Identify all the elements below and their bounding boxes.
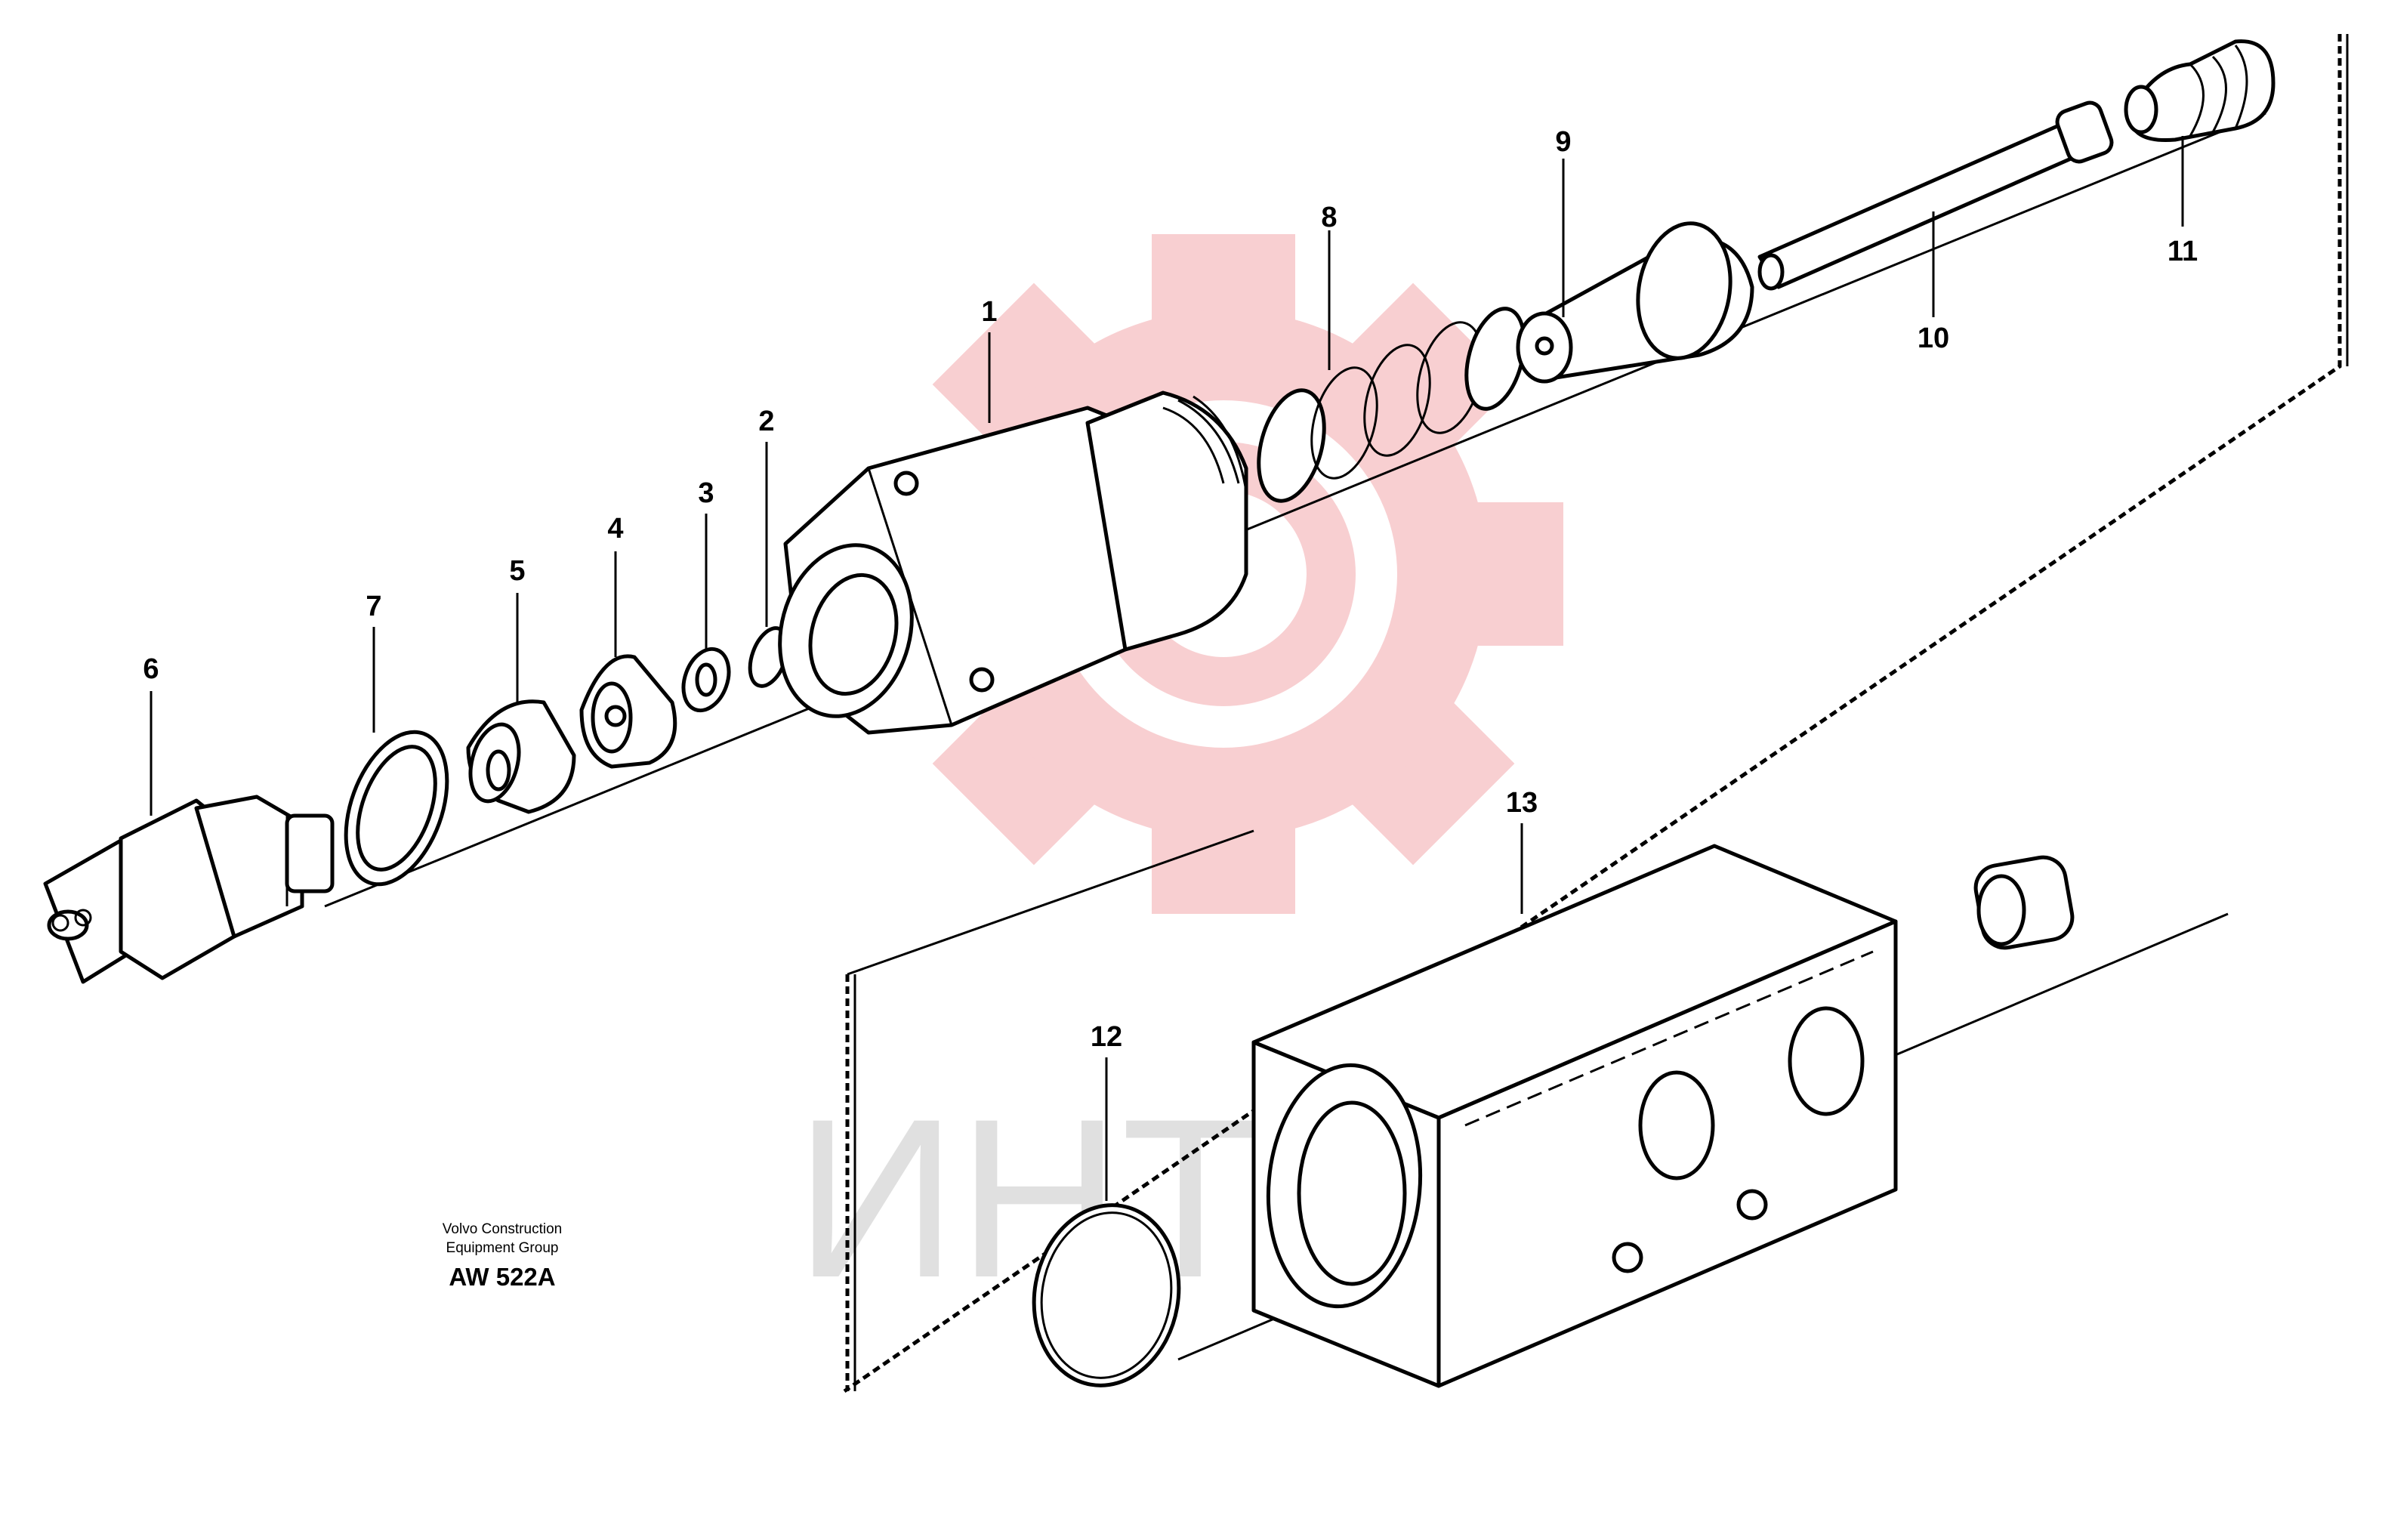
assembly-axis	[324, 112, 2266, 908]
callout-1: 1	[981, 296, 997, 328]
callout-7: 7	[366, 591, 381, 622]
caption-block: Volvo Construction Equipment Group AW 52…	[443, 1221, 562, 1291]
part-12-large-o-ring[interactable]	[1020, 1193, 1193, 1396]
callout-3: 3	[698, 477, 714, 509]
part-4-washer[interactable]	[579, 654, 677, 769]
callout-5: 5	[509, 555, 525, 587]
drawing-code: AW 522A	[449, 1263, 555, 1291]
part-13-manifold-block[interactable]	[1251, 844, 2076, 1388]
caption-line-2: Equipment Group	[446, 1240, 559, 1256]
callout-9: 9	[1555, 126, 1571, 158]
leader-lines	[150, 136, 2184, 1201]
part-6-pressure-sensor[interactable]	[43, 795, 335, 984]
callout-4: 4	[607, 513, 623, 545]
callout-10: 10	[1918, 323, 1949, 354]
callout-6: 6	[143, 653, 159, 685]
callout-13: 13	[1506, 787, 1538, 819]
callout-2: 2	[758, 406, 774, 437]
callout-12: 12	[1091, 1021, 1122, 1053]
part-3-small-washer[interactable]	[675, 643, 736, 717]
caption-line-1: Volvo Construction	[443, 1221, 562, 1237]
part-7-o-ring[interactable]	[327, 718, 467, 898]
part-5-sleeve[interactable]	[463, 699, 576, 814]
part-11-end-plug[interactable]	[2124, 39, 2276, 143]
callout-11: 11	[2168, 236, 2198, 267]
part-8-spring[interactable]	[1248, 302, 1534, 508]
callouts: 1 2 3 4 5 6 7 8 9 10 11 12 13	[143, 126, 2198, 1053]
part-9-piston[interactable]	[1516, 216, 1754, 384]
callout-8: 8	[1321, 202, 1337, 233]
part-1-valve-body[interactable]	[761, 390, 1248, 735]
part-10-rod[interactable]	[1757, 100, 2115, 291]
